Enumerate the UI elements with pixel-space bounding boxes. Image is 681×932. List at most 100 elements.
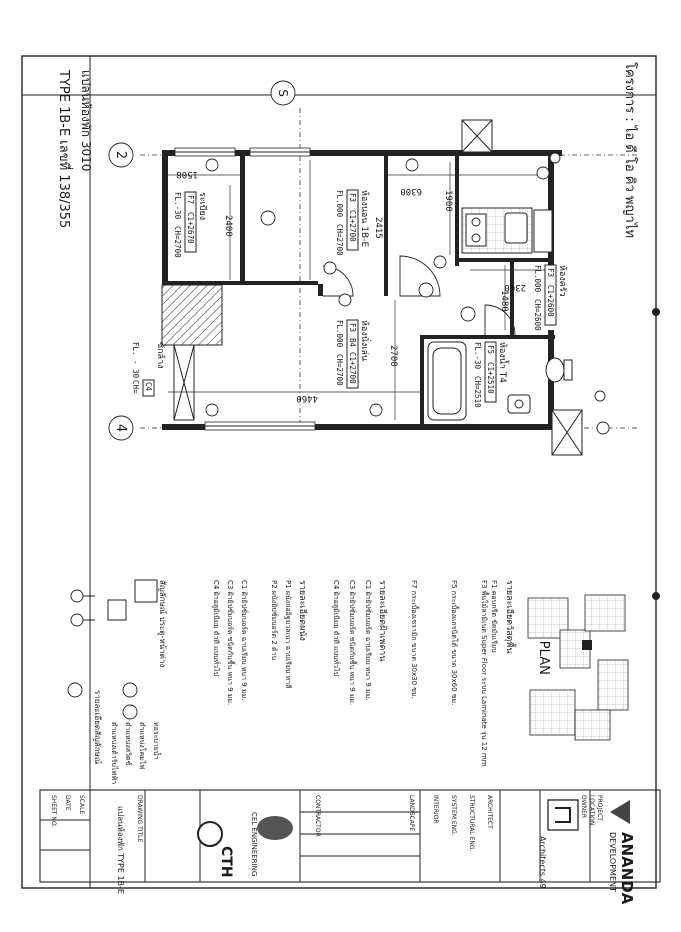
svg-text:C1+2700: C1+2700	[348, 352, 357, 384]
dim-2700: 2700	[388, 345, 398, 367]
grid-bubble-4: 4	[108, 415, 134, 441]
brand-ananda: ANANDA DEVELOPMENT	[608, 800, 636, 905]
svg-text:F3 พื้นไม้ลามิเนต Super Floor: F3 พื้นไม้ลามิเนต Super Floor ระบบ Lamin…	[480, 580, 491, 767]
svg-text:FL. - 30: FL. - 30	[131, 342, 140, 379]
svg-text:FL.000: FL.000	[335, 320, 344, 348]
room-tag-bedroom: ห้องนอน 1B-E F3 C1+2700 FL.000 CH=2700	[335, 189, 370, 256]
engineer-logo: CEL ENGINEERING	[250, 812, 293, 876]
svg-text:C1+2600: C1+2600	[546, 285, 555, 317]
dim-2400: 2400	[223, 215, 233, 237]
svg-text:B4: B4	[348, 338, 357, 348]
svg-text:DATE: DATE	[64, 795, 71, 811]
svg-text:ห้องนั่งเล่น: ห้องนั่งเล่น	[359, 320, 372, 361]
svg-text:ห้องน้ำ T4: ห้องน้ำ T4	[497, 342, 510, 383]
toilet	[545, 357, 565, 383]
svg-text:CH=2700: CH=2700	[335, 354, 344, 386]
svg-text:F1 คอนกรีต ขัดมันเรียบ: F1 คอนกรีต ขัดมันเรียบ	[490, 580, 498, 653]
svg-text:C4: C4	[144, 382, 153, 392]
svg-text:C4 ฝ้าอลูมิเนียม ตัวที แบบทั่: C4 ฝ้าอลูมิเนียม ตัวที แบบทั่วไป	[212, 580, 221, 677]
svg-text:FL.-30: FL.-30	[473, 342, 482, 370]
room-tag-laundry: ซักล้าง C4 FL. - 30 CH=	[131, 342, 166, 397]
svg-text:INTERIOR: INTERIOR	[432, 795, 439, 824]
svg-text:C4 ฝ้าอลูมิเนียม ตัวที แบบทั่: C4 ฝ้าอลูมิเนียม ตัวที แบบทั่วไป	[332, 580, 341, 677]
dim-1480: 1480	[499, 290, 509, 312]
svg-text:รายละเอียดผนัง: รายละเอียดผนัง	[297, 580, 308, 641]
key-plan-drawing	[527, 594, 629, 741]
svg-text:C3 ฝ้ายิปซั่มบอร์ด ชนิดกันชื้: C3 ฝ้ายิปซั่มบอร์ด ชนิดกันชื้น หนา 9 มม.	[348, 580, 359, 705]
binder-hole	[652, 308, 660, 316]
svg-text:SCALE: SCALE	[78, 795, 85, 814]
svg-text:P1 ผนังก่ออิฐมวลเบา ฉาบเรียบ: P1 ผนังก่ออิฐมวลเบา ฉาบเรียบ ทาสี	[284, 580, 292, 689]
svg-text:รายละเอียดสัญลักษณ์: รายละเอียดสัญลักษณ์	[93, 690, 103, 765]
svg-text:ANANDA: ANANDA	[618, 832, 636, 905]
room-tag-living: ห้องนั่งเล่น F3 B4 C1+2700 FL.000 CH=270…	[335, 319, 372, 389]
windows-bottom	[204, 421, 316, 431]
sheet-outer-border	[21, 55, 657, 889]
dimension-lines	[168, 160, 548, 420]
svg-text:LOCATION: LOCATION	[588, 795, 595, 825]
kitchen-sink	[504, 212, 528, 244]
svg-text:C3 ฝ้ายิปซั่มบอร์ด ชนิดกันชื้: C3 ฝ้ายิปซั่มบอร์ด ชนิดกันชื้น หนา 9 มม.	[226, 580, 237, 705]
type-label: TYPE 1B-E เลขที่ 138/355	[56, 69, 73, 228]
svg-text:F7 กระเบื้องเซรามิก ขนาด 30x3: F7 กระเบื้องเซรามิก ขนาด 30x30 ซม.	[410, 580, 421, 699]
svg-text:C1+2670: C1+2670	[186, 212, 195, 244]
legend-ceiling-notes: C1 ฝ้ายิปซั่มบอร์ด ฉาบเรียบ หนา 9 มม. C3…	[212, 580, 249, 705]
balcony-railing	[161, 284, 223, 346]
svg-text:รายละเอียดฝ้าเพดาน: รายละเอียดฝ้าเพดาน	[377, 580, 388, 662]
svg-text:S: S	[276, 89, 290, 97]
svg-text:ระเบียง: ระเบียง	[197, 192, 208, 220]
contractor-logo: CTH	[197, 821, 234, 878]
bath-door-swing	[484, 304, 516, 336]
svg-text:CH=2510: CH=2510	[473, 376, 482, 408]
legend-ceiling: รายละเอียดฝ้าเพดาน C1 ฝ้ายิปซั่มบอร์ด ฉา…	[332, 580, 388, 705]
svg-text:FL.-30: FL.-30	[173, 192, 182, 220]
svg-text:PROJECT: PROJECT	[596, 795, 603, 821]
binder-hole	[652, 592, 660, 600]
svg-text:ARCHITECT: ARCHITECT	[486, 795, 493, 829]
fixture-symbols	[205, 152, 610, 435]
svg-text:CH=2700: CH=2700	[335, 224, 344, 256]
svg-text:F3: F3	[348, 323, 357, 332]
svg-text:F3: F3	[546, 268, 555, 277]
legend-door-symbols: สัญลักษณ์ ประตู-หน้าต่าง	[70, 579, 168, 667]
svg-text:CEL ENGINEERING: CEL ENGINEERING	[250, 812, 258, 876]
svg-text:2: 2	[113, 151, 128, 159]
svg-text:ห้องนอน 1B-E: ห้องนอน 1B-E	[359, 190, 370, 247]
svg-text:ซักล้าง: ซักล้าง	[155, 342, 166, 369]
svg-text:C1 ฝ้ายิปซั่มบอร์ด ฉาบเรียบ ห: C1 ฝ้ายิปซั่มบอร์ด ฉาบเรียบ หนา 9 มม.	[240, 580, 249, 700]
svg-text:C1+2510: C1+2510	[486, 362, 495, 394]
svg-text:ตำแหน่งโคมไฟ: ตำแหน่งโคมไฟ	[138, 722, 147, 769]
svg-text:LANDSCAPE: LANDSCAPE	[408, 795, 415, 831]
hob	[465, 213, 487, 247]
dim-1900: 1900	[443, 190, 453, 212]
grid-bubble-2: 2	[108, 142, 134, 168]
svg-text:Architects 49: Architects 49	[538, 836, 547, 889]
svg-text:P2 ผนังยิปซั่มบอร์ด 2 ด้าน: P2 ผนังยิปซั่มบอร์ด 2 ด้าน	[270, 580, 279, 660]
svg-text:CONTRACTOR: CONTRACTOR	[314, 795, 321, 837]
dim-2300: 2300	[504, 282, 526, 292]
svg-text:รายละเอียดวัสดุพื้น: รายละเอียดวัสดุพื้น	[504, 580, 517, 654]
svg-text:C1 ฝ้ายิปซั่มบอร์ด ฉาบเรียบ ห: C1 ฝ้ายิปซั่มบอร์ด ฉาบเรียบ หนา 9 มม.	[364, 580, 373, 700]
svg-text:ท่อระบายน้ำ: ท่อระบายน้ำ	[152, 722, 163, 760]
bathtub	[427, 341, 467, 421]
room-tag-kitchen: ห้องครัว F3 C1+2600 FL.000 CH=2600	[533, 264, 568, 331]
room-tag-balcony: ระเบียง F7 C1+2670 FL.-30 CH=2700	[173, 191, 208, 258]
svg-text:FL.000: FL.000	[335, 190, 344, 218]
dim-6300: 6300	[400, 186, 422, 196]
svg-text:STRUCTURAL ENG.: STRUCTURAL ENG.	[468, 795, 475, 851]
interior-walls	[168, 156, 555, 427]
unit-plan-label: แปลนห้องพัก 3010	[79, 70, 93, 171]
wash-basin	[507, 394, 531, 414]
dim-2415: 2415	[373, 217, 383, 239]
dim-1508: 1508	[176, 169, 198, 179]
title-block	[39, 789, 661, 883]
legend-symbols: รายละเอียดสัญลักษณ์ ตำแหน่งเต้ารับไฟฟ้า …	[67, 682, 163, 784]
svg-text:C1+2700: C1+2700	[348, 210, 357, 242]
svg-text:CH=2600: CH=2600	[533, 299, 542, 331]
svg-text:ห้องครัว: ห้องครัว	[557, 265, 568, 297]
legend-wall: รายละเอียดผนัง P1 ผนังก่ออิฐมวลเบา ฉาบเร…	[270, 580, 308, 689]
svg-text:SYSTEM ENG.: SYSTEM ENG.	[450, 795, 457, 836]
room-tag-bathroom: ห้องน้ำ T4 F5 C1+2510 FL.-30 CH=2510	[473, 341, 510, 408]
windows-top	[174, 147, 311, 157]
